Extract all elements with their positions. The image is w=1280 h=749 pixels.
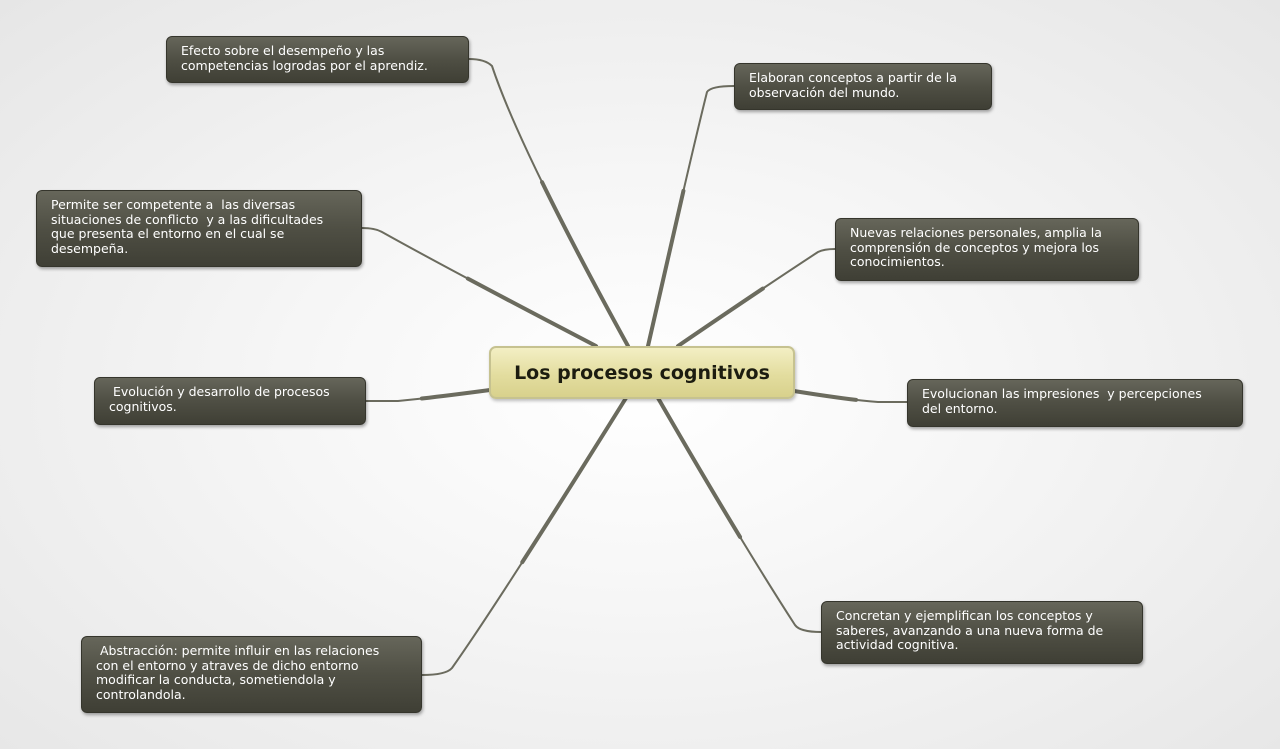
- connector-evolucion-desarrollo: [365, 389, 491, 402]
- connector-competente: [361, 227, 597, 347]
- topic-evolucionan[interactable]: Evolucionan las impresiones y percepcion…: [907, 379, 1243, 427]
- topic-concretan[interactable]: Concretan y ejemplifican los conceptos y…: [821, 601, 1143, 664]
- central-topic[interactable]: Los procesos cognitivos: [489, 346, 795, 399]
- connector-concretan: [657, 397, 822, 633]
- topic-desempeno[interactable]: Efecto sobre el desempeño y las competen…: [166, 36, 469, 83]
- connector-abstraccion: [421, 397, 627, 676]
- topic-abstraccion[interactable]: Abstracción: permite influir en las rela…: [81, 636, 422, 713]
- connector-desempeno: [468, 58, 629, 347]
- topic-nuevas-relaciones[interactable]: Nuevas relaciones personales, amplia la …: [835, 218, 1139, 281]
- topic-competente[interactable]: Permite ser competente a las diversas si…: [36, 190, 362, 267]
- topic-elaboran[interactable]: Elaboran conceptos a partir de la observ…: [734, 63, 992, 110]
- connector-elaboran: [647, 85, 735, 347]
- connector-evolucionan: [793, 390, 908, 403]
- connector-nuevas-relaciones: [677, 248, 836, 347]
- topic-evolucion-desarrollo[interactable]: Evolución y desarrollo de procesos cogni…: [94, 377, 366, 425]
